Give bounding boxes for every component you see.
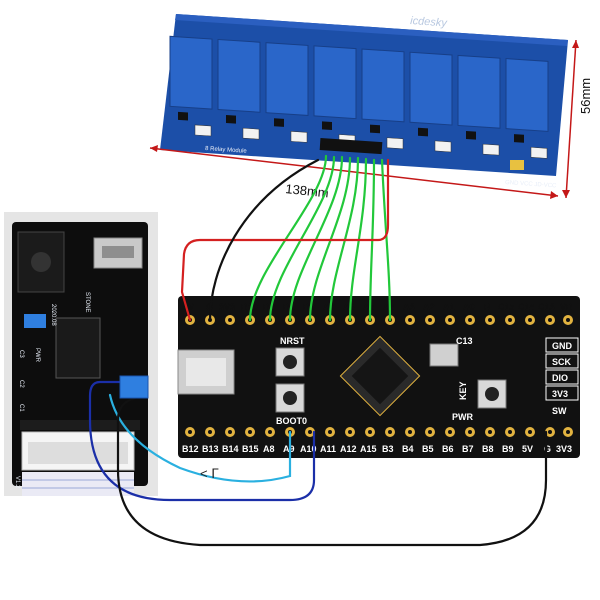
relay-module-title: 8 Relay Module bbox=[205, 146, 248, 155]
pin-bot-b7: B7 bbox=[462, 444, 474, 454]
ttl-jumper bbox=[24, 314, 46, 328]
handwritten-annotation: < ᒥ bbox=[200, 466, 219, 481]
wire-gnd-relay bbox=[208, 158, 320, 322]
swd-dio: DIO bbox=[552, 373, 568, 383]
wire-rx bbox=[108, 393, 292, 483]
pin-top-a0: A0 bbox=[463, 302, 475, 312]
pin-top-vb: VB bbox=[560, 302, 573, 312]
pin-bot-b13: B13 bbox=[202, 444, 219, 454]
ttl-c2: C2 bbox=[18, 380, 24, 388]
ttl-stone: STONE bbox=[84, 292, 90, 313]
pin-bot-3v3: 3V3 bbox=[556, 444, 572, 454]
pin-top-3v3: 3V3 bbox=[219, 302, 235, 312]
pin-top-5v: 5V bbox=[183, 302, 194, 312]
mcu-chip bbox=[339, 335, 421, 417]
pin-bot-a15: A15 bbox=[360, 444, 377, 454]
pin-bot-a12: A12 bbox=[340, 444, 357, 454]
pin-top-r: R bbox=[484, 302, 491, 312]
wire-in5 bbox=[328, 156, 360, 322]
usb-ttl-module: 2020.08 STONE V1.2 PWR C3 C2 C1 bbox=[4, 212, 158, 496]
swd-gnd: GND bbox=[552, 341, 573, 351]
nrst-label: NRST bbox=[280, 336, 305, 346]
wire-tx bbox=[88, 380, 316, 502]
wire-in8 bbox=[380, 158, 392, 322]
ttl-version: V1.2 bbox=[14, 476, 20, 489]
pin-top-b10: B10 bbox=[241, 302, 258, 312]
wire-vcc bbox=[180, 158, 390, 322]
crystal bbox=[429, 343, 459, 367]
wire-in1 bbox=[248, 154, 328, 322]
pin-bot-b14: B14 bbox=[222, 444, 239, 454]
pin-bot-a11: A11 bbox=[320, 444, 336, 454]
pin-bot-b4: B4 bbox=[402, 444, 414, 454]
relay-power-labels: GND VCC JD-VCC bbox=[505, 180, 557, 189]
stm32-board: GND SCK DIO 3V3 SW NRST BOOT0 KEY PWR C1… bbox=[177, 296, 580, 458]
pin-bot-a8: A8 bbox=[263, 444, 275, 454]
wire-in2 bbox=[268, 155, 336, 322]
ttl-chip bbox=[55, 317, 101, 379]
ttl-c1: C1 bbox=[18, 404, 24, 412]
pin-bot-a9: A9 bbox=[283, 444, 295, 454]
relay-blocks bbox=[169, 35, 549, 159]
pin-bot-a10: A10 bbox=[300, 444, 317, 454]
pin-bot-g: G bbox=[544, 444, 551, 454]
ttl-date: 2020.08 bbox=[50, 304, 56, 326]
pin-top-c15: C15 bbox=[498, 302, 515, 312]
pin-top-a3: A3 bbox=[403, 302, 415, 312]
wire-gnd-ttl bbox=[116, 394, 548, 547]
pin-bot-b8: B8 bbox=[482, 444, 494, 454]
pin-top-a5: A5 bbox=[363, 302, 375, 312]
pin-top-b1: B1 bbox=[283, 302, 295, 312]
wire-in6 bbox=[348, 157, 368, 322]
jd-vcc-jumper bbox=[510, 160, 524, 170]
bottom-pin-labels: B12 B13 B14 B15 A8 A9 A10 A11 A12 A15 B3… bbox=[182, 444, 572, 454]
swd-3v3: 3V3 bbox=[552, 389, 568, 399]
bottom-pin-pads bbox=[185, 427, 573, 437]
boot0-label: BOOT0 bbox=[276, 416, 307, 426]
top-pin-labels: 5V G 3V3 B10 B2 B1 B0 A7 A6 A5 A4 A3 A2 … bbox=[183, 302, 573, 312]
pin-bot-b6: B6 bbox=[442, 444, 454, 454]
pin-top-b0: B0 bbox=[303, 302, 315, 312]
pin-bot-b3: B3 bbox=[382, 444, 394, 454]
pin-top-a1: A1 bbox=[443, 302, 455, 312]
relay-module: 8 Relay Module GND VCC JD-VCC icdesky bbox=[160, 14, 568, 189]
swd-sck: SCK bbox=[552, 357, 572, 367]
pin-top-b2: B2 bbox=[263, 302, 275, 312]
wire-in4 bbox=[308, 156, 352, 322]
swd-label-boxes bbox=[545, 337, 579, 401]
pin-top-a6: A6 bbox=[343, 302, 355, 312]
wire-in7 bbox=[368, 158, 376, 322]
swd-sw: SW bbox=[552, 406, 567, 416]
wires bbox=[88, 154, 548, 547]
pin-bot-b5: B5 bbox=[422, 444, 434, 454]
relay-header bbox=[319, 138, 383, 155]
pin-bot-b12: B12 bbox=[182, 444, 199, 454]
pin-top-a2: A2 bbox=[423, 302, 435, 312]
key-label: KEY bbox=[458, 381, 468, 400]
watermark: icdesky bbox=[410, 15, 449, 30]
pin-top-c13: C13 bbox=[538, 302, 555, 312]
c13-label: C13 bbox=[456, 336, 473, 346]
pin-bot-b9: B9 bbox=[502, 444, 514, 454]
pin-top-a7: A7 bbox=[323, 302, 335, 312]
ttl-pwr: PWR bbox=[34, 348, 40, 363]
pin-top-c14: C14 bbox=[518, 302, 535, 312]
pin-bot-b15: B15 bbox=[242, 444, 259, 454]
height-dimension: 56mm bbox=[578, 78, 593, 114]
ttl-c3: C3 bbox=[18, 350, 24, 358]
ttl-header-block bbox=[119, 375, 149, 399]
pwr-label: PWR bbox=[452, 412, 473, 422]
pin-bot-5v: 5V bbox=[522, 444, 533, 454]
